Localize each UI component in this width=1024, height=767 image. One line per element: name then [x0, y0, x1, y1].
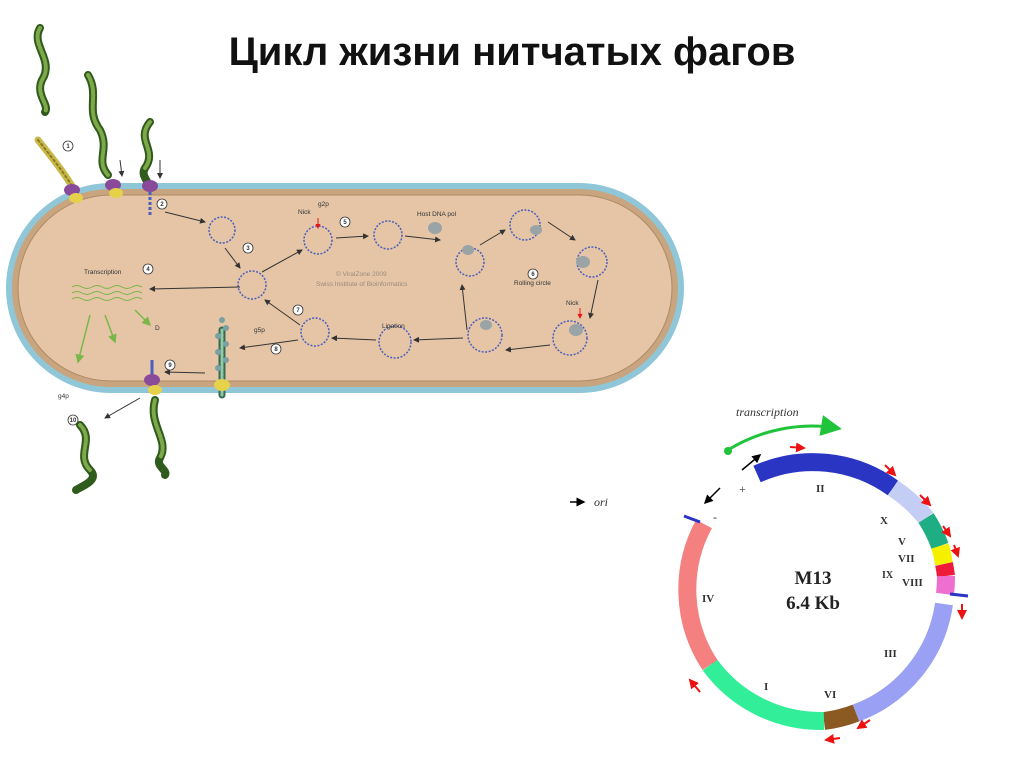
svg-text:3: 3: [246, 246, 250, 252]
rf-dna-circle: [455, 247, 485, 277]
gene-label-I: I: [764, 681, 768, 693]
m13-genome-map: [678, 453, 956, 731]
label-rolling-circle: Rolling circle: [514, 280, 551, 287]
gene-III-segment: [852, 602, 953, 722]
gene-IV-segment: [678, 519, 718, 670]
gene-I-segment: [702, 659, 825, 731]
svg-text:1: 1: [66, 144, 70, 150]
ssdna-circle: [237, 270, 267, 300]
step-badge: 4: [142, 263, 154, 275]
rf-dna-circle: [509, 209, 541, 241]
transcription-arrow: [727, 415, 842, 452]
step-badge: 8: [270, 343, 282, 355]
genome-name: M13: [795, 568, 832, 589]
label-ligation: Ligation: [382, 323, 405, 330]
gene-II-segment: [753, 453, 899, 496]
label-nick: Nick: [298, 209, 311, 216]
process-arrows: [104, 211, 599, 419]
svg-text:4: 4: [146, 267, 150, 273]
gene-IX-segment: [935, 562, 955, 578]
minus-strand-label: -: [713, 510, 717, 524]
step-badge: 10: [67, 414, 79, 426]
gene-V-segment: [918, 513, 949, 550]
gene-label-VI: VI: [824, 689, 836, 701]
gene-label-IX: IX: [882, 570, 894, 581]
svg-text:8: 8: [274, 347, 278, 353]
gene-VII-segment: [931, 543, 953, 566]
step-badge: 7: [292, 304, 304, 316]
rf-dna-circle: [373, 220, 403, 250]
label-host-dna-pol: Host DNA pol: [417, 211, 457, 218]
label-nick-2: Nick: [566, 300, 579, 307]
gene-label-II: II: [816, 483, 825, 495]
ori-label: ori: [594, 495, 608, 509]
rf-dna-circle: [378, 325, 412, 359]
gene-label-VII: VII: [898, 553, 915, 565]
step-badge: 9: [164, 359, 176, 371]
watermark-sib: Swiss Institute of Bioinformatics: [316, 281, 408, 288]
gene-label-X: X: [880, 515, 888, 527]
transcription-label: transcription: [736, 405, 799, 419]
plus-strand-label: +: [739, 482, 746, 496]
step-badge: 1: [62, 140, 74, 152]
label-g5p: g5p: [254, 327, 265, 334]
ssdna-circle: [300, 317, 330, 347]
svg-text:9: 9: [168, 363, 172, 369]
gene-label-VIII: VIII: [902, 577, 923, 589]
ssdna-circle: [208, 216, 236, 244]
gene-VIII-segment: [936, 575, 956, 596]
svg-text:10: 10: [70, 418, 77, 424]
g5p-complex: [215, 317, 229, 371]
mrna-transcripts: [71, 285, 152, 364]
step-badges: 1 2 3 4 5 6 7 8 9 10: [62, 140, 539, 426]
watermark-viralzone: © ViralZone 2009: [336, 270, 387, 278]
svg-text:6: 6: [531, 272, 535, 278]
membrane-complexes: [64, 159, 230, 395]
gene-VI-segment: [822, 704, 860, 730]
svg-text:5: 5: [343, 220, 347, 226]
dna-circles: [208, 209, 608, 359]
rf-dna-circle: [467, 317, 503, 353]
gene-label-V: V: [898, 536, 906, 548]
gene-X-segment: [887, 480, 934, 524]
step-badge: 5: [339, 216, 351, 228]
transcript-arrows: [688, 442, 967, 744]
label-g2p: g2p: [318, 201, 329, 208]
label-g4p: g4p: [58, 393, 69, 400]
label-transcription: Transcription: [84, 269, 122, 276]
gene-label-III: III: [884, 648, 897, 660]
step-badge: 2: [156, 198, 168, 210]
label-d: D: [155, 325, 160, 332]
rf-dna-circle: [552, 320, 588, 356]
slide-title: Цикл жизни нитчатых фагов: [228, 30, 796, 74]
svg-text:2: 2: [160, 202, 164, 208]
step-badge: 3: [242, 242, 254, 254]
gene-label-IV: IV: [702, 593, 714, 605]
genome-size: 6.4 Kb: [786, 593, 840, 614]
rf-dna-circle: [303, 225, 333, 255]
svg-text:7: 7: [296, 308, 300, 314]
step-badge: 6: [527, 268, 539, 280]
